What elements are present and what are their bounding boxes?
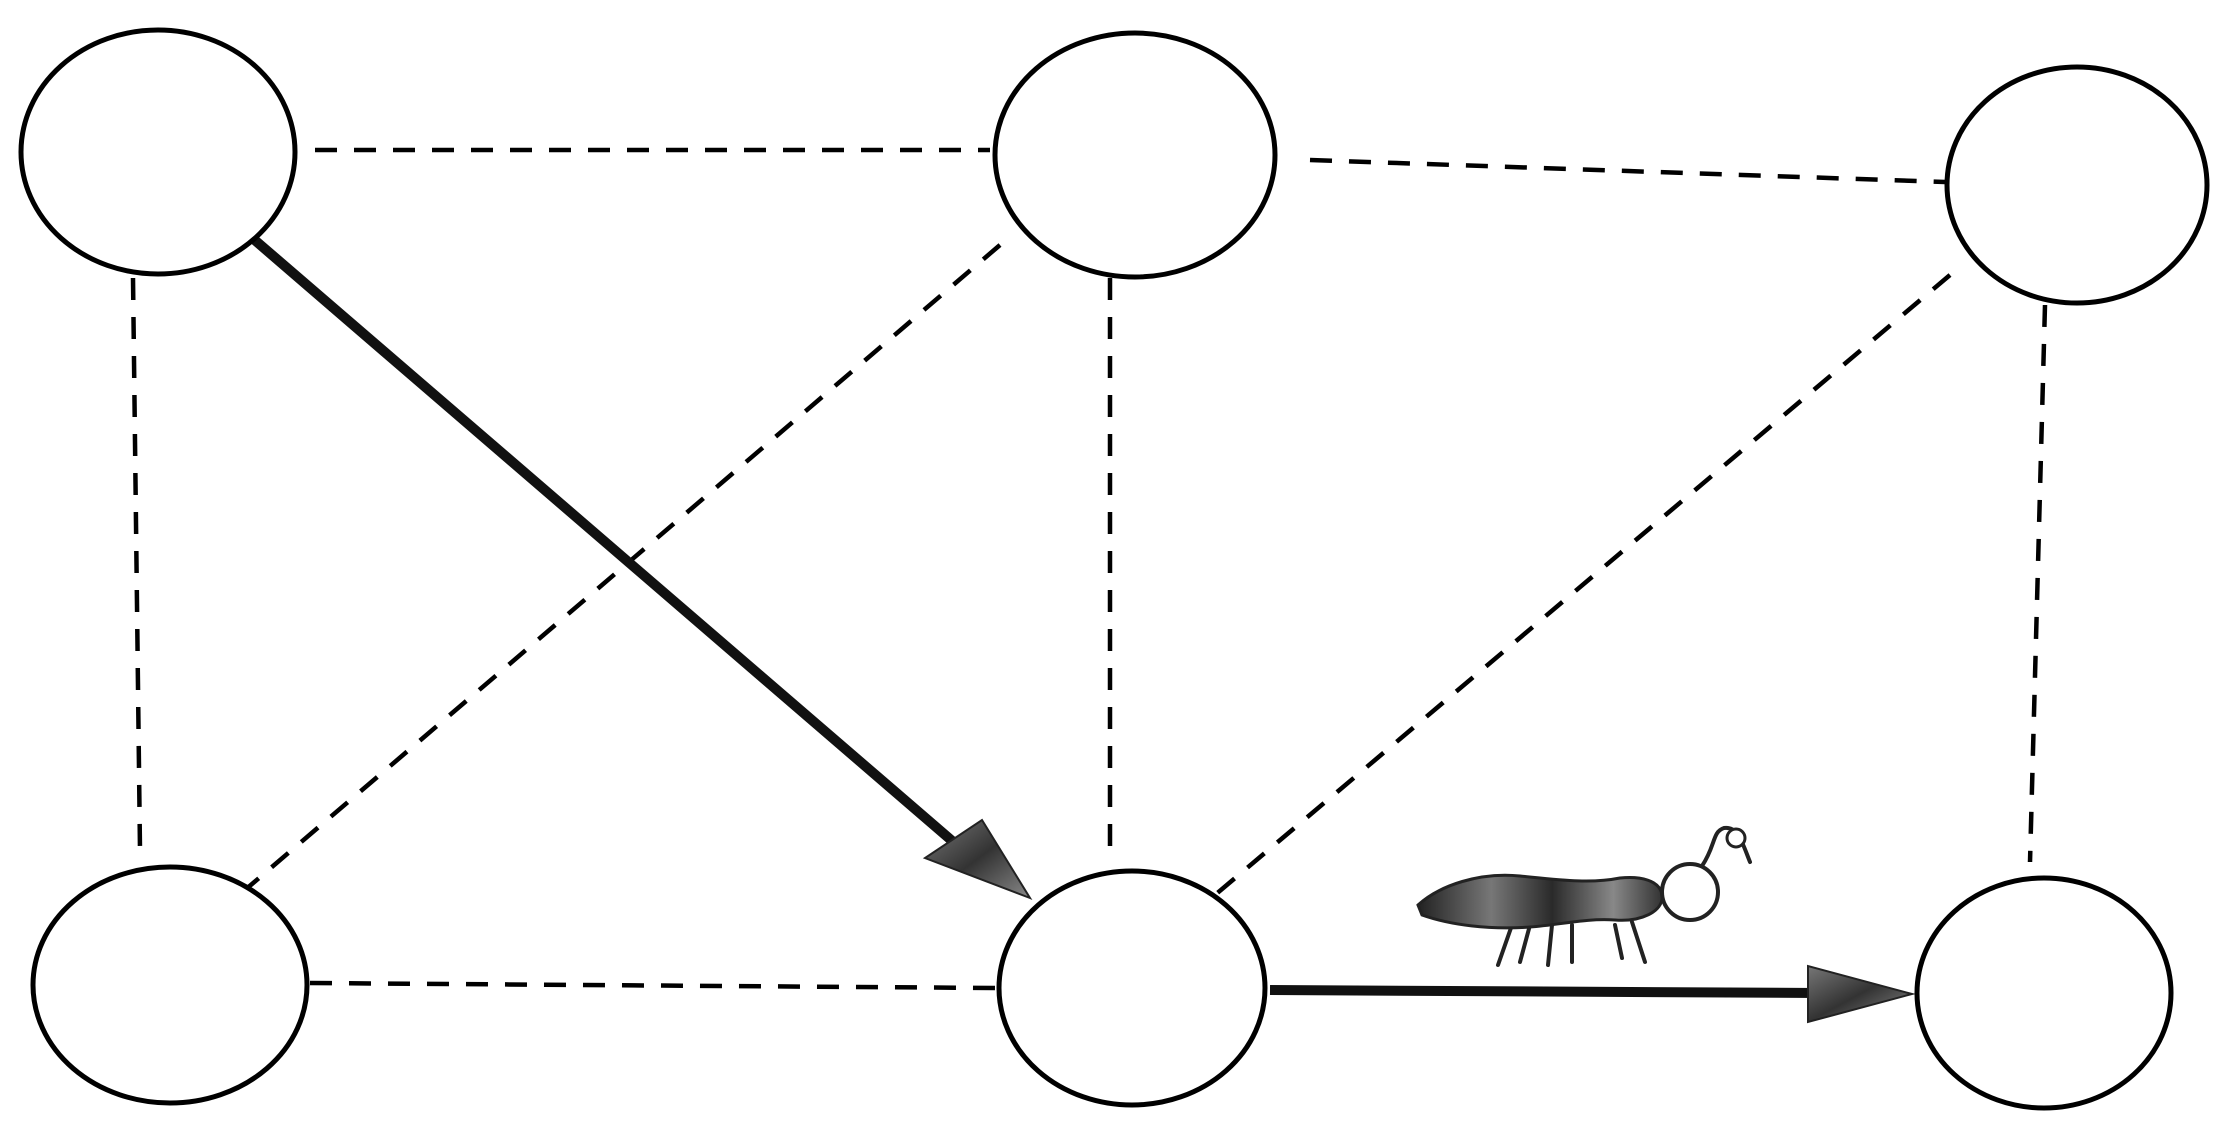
edge-n3-n5 xyxy=(1213,273,1952,897)
node-n6 xyxy=(1914,875,2174,1111)
arrow-n1-n5-shaft xyxy=(246,232,969,856)
path-arrows xyxy=(246,232,1916,1024)
node-n4 xyxy=(30,864,310,1106)
node-n1 xyxy=(18,27,298,277)
edge-n4-n5 xyxy=(309,980,996,991)
edge-n2-n3 xyxy=(1309,157,1946,185)
arrow-n5-n6-head xyxy=(1807,964,1916,1024)
node-n5 xyxy=(996,868,1268,1108)
edge-n1-n4 xyxy=(130,277,143,851)
arrow-n1-n5-head xyxy=(922,818,1033,900)
edge-n2-n4 xyxy=(243,243,1002,892)
dashed-edges xyxy=(130,147,2048,991)
node-n2 xyxy=(992,30,1278,280)
arrow-n5-n6-shaft xyxy=(1269,985,1821,998)
node-n3 xyxy=(1944,64,2210,306)
edge-n3-n6 xyxy=(2027,304,2048,863)
ant-icon xyxy=(1416,825,1752,967)
nodes xyxy=(18,27,2210,1111)
